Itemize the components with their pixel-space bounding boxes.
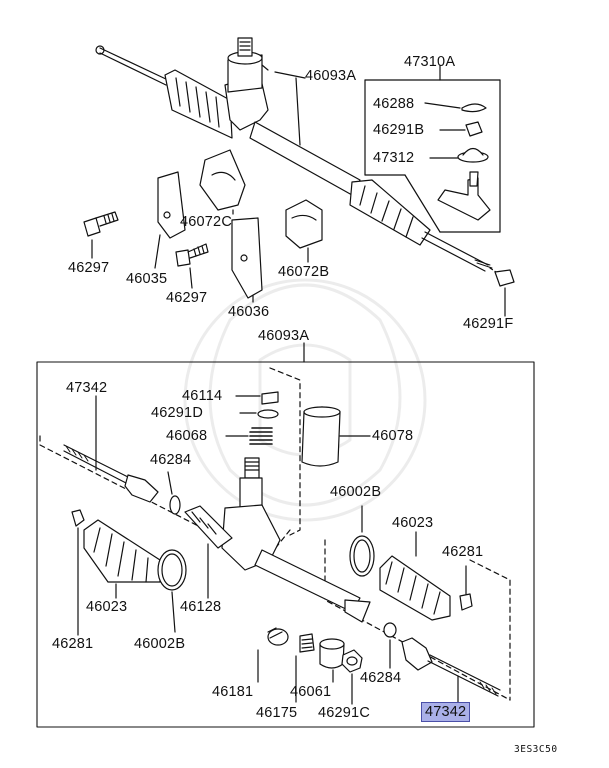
- part-label-46036[interactable]: 46036: [228, 304, 270, 320]
- part-label-47310A[interactable]: 47310A: [404, 54, 456, 70]
- part-label-46068[interactable]: 46068: [166, 428, 208, 444]
- part-label-46181[interactable]: 46181: [212, 684, 254, 700]
- inner-components-frame: [36, 361, 535, 728]
- part-label-46288[interactable]: 46288: [373, 96, 415, 112]
- part-label-46078[interactable]: 46078: [372, 428, 414, 444]
- part-label-46297-left[interactable]: 46297: [68, 260, 110, 276]
- tie-rod-end-group: [364, 65, 501, 233]
- part-label-46281-right[interactable]: 46281: [442, 544, 484, 560]
- part-label-46297-mid[interactable]: 46297: [166, 290, 208, 306]
- part-label-46284-right[interactable]: 46284: [360, 670, 402, 686]
- part-label-46291D[interactable]: 46291D: [151, 405, 203, 421]
- part-label-47312[interactable]: 47312: [373, 150, 415, 166]
- part-label-46291C[interactable]: 46291C: [318, 705, 370, 721]
- part-label-47342-left[interactable]: 47342: [66, 380, 108, 396]
- part-label-46002B-right[interactable]: 46002B: [330, 484, 382, 500]
- lower-rack-components: [39, 367, 511, 705]
- upper-rack-assembly: [95, 37, 515, 317]
- watermark-emblem: [183, 278, 427, 522]
- upper-mount-brackets: [83, 149, 323, 303]
- part-label-46114[interactable]: 46114: [182, 388, 223, 404]
- part-label-46072B[interactable]: 46072B: [278, 264, 330, 280]
- part-label-46061[interactable]: 46061: [290, 684, 332, 700]
- part-label-46128[interactable]: 46128: [180, 599, 222, 615]
- part-label-46093A-upper[interactable]: 46093A: [305, 68, 357, 84]
- part-label-46281-left[interactable]: 46281: [52, 636, 94, 652]
- part-label-46175[interactable]: 46175: [256, 705, 298, 721]
- part-label-47342-highlighted[interactable]: 47342: [421, 702, 471, 722]
- diagram-code: 3ES3C50: [514, 744, 558, 755]
- part-label-46023-left[interactable]: 46023: [86, 599, 128, 615]
- part-label-46291F[interactable]: 46291F: [463, 316, 514, 332]
- part-label-46284-left[interactable]: 46284: [150, 452, 192, 468]
- part-label-46291B[interactable]: 46291B: [373, 122, 425, 138]
- part-label-46072C[interactable]: 46072C: [180, 214, 232, 230]
- part-label-46002B-left[interactable]: 46002B: [134, 636, 186, 652]
- part-label-46035[interactable]: 46035: [126, 271, 168, 287]
- part-label-46023-right[interactable]: 46023: [392, 515, 434, 531]
- part-label-46093A-box[interactable]: 46093A: [258, 328, 310, 344]
